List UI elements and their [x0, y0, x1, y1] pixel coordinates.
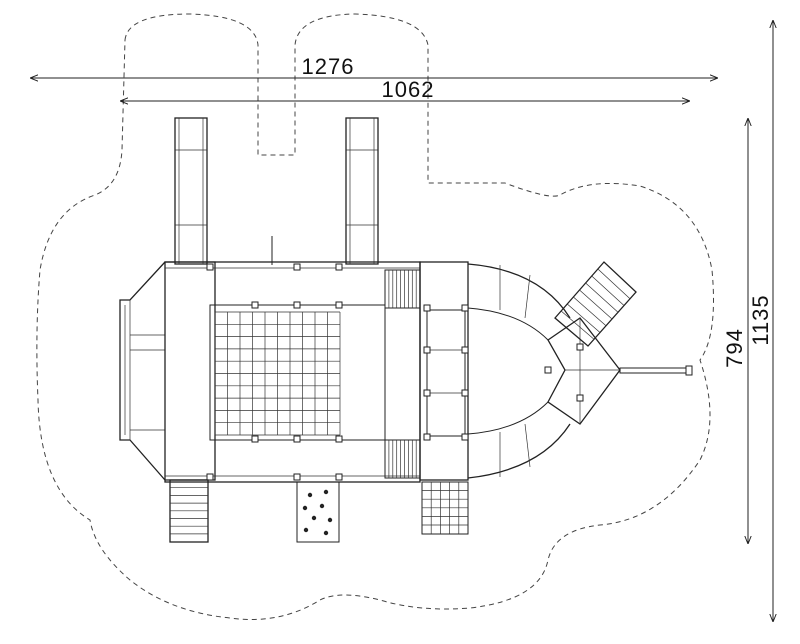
bottom-steps — [384, 439, 421, 479]
overall-width-label: 1276 — [302, 54, 355, 79]
overall-depth-label: 1135 — [748, 294, 773, 345]
top-steps — [384, 269, 421, 309]
left-tower — [119, 261, 216, 481]
main-frame — [164, 261, 421, 483]
right-tube-slide — [345, 117, 379, 265]
climbing-net — [214, 311, 341, 436]
diamond-platform — [544, 317, 621, 425]
bow-pole — [619, 365, 693, 376]
curved-bridge — [467, 263, 571, 479]
dimension-structure-depth: 794 — [722, 118, 748, 544]
structure-depth-label: 794 — [722, 328, 747, 368]
dimension-overall-width: 1276 — [30, 54, 718, 79]
right-frame — [419, 261, 469, 481]
diagonal-steps — [554, 261, 637, 347]
left-ladder — [169, 479, 209, 543]
safety-zone-outline — [36, 13, 714, 621]
dimension-structure-width: 1062 — [120, 77, 690, 102]
left-tube-slide — [174, 117, 208, 265]
climbing-wall — [296, 481, 340, 543]
dimension-overall-depth: 1135 — [748, 20, 773, 622]
rope-ladder — [421, 481, 469, 535]
structure-width-label: 1062 — [382, 77, 435, 102]
